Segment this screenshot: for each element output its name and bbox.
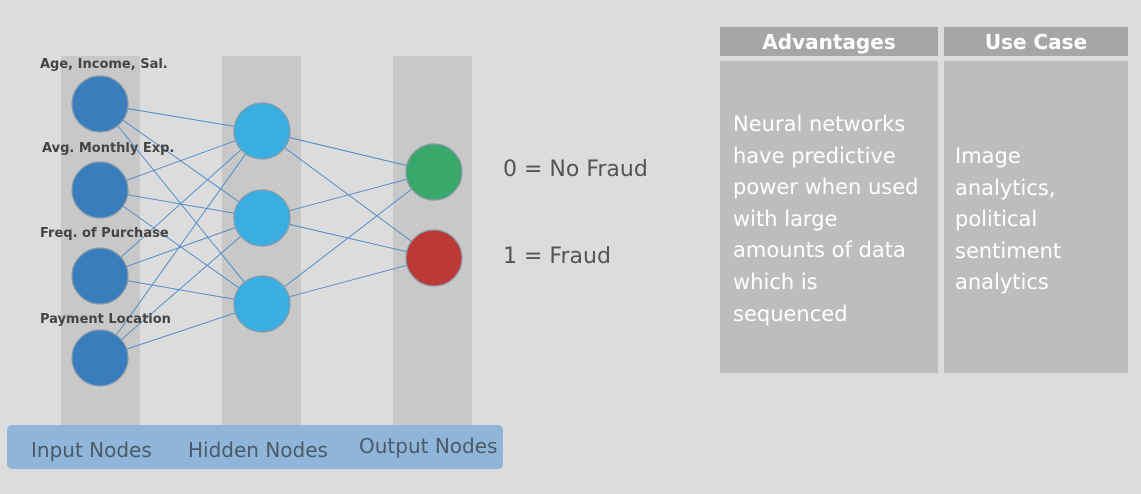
advantages-line: Neural networks <box>733 112 906 136</box>
use-case-line: political <box>955 207 1038 232</box>
advantages-line: which is <box>733 269 818 294</box>
advantages-cell: Neural networks have predictive power when… <box>720 61 938 373</box>
edge-hidden-output <box>261 171 435 305</box>
advantages-line: have predictive <box>733 143 896 168</box>
use-case-line: sentiment <box>955 238 1062 263</box>
advantages-line: sequenced <box>733 301 848 326</box>
output-label-fraud: 1 = Fraud <box>503 244 611 269</box>
advantages-line: amounts of data <box>733 238 906 263</box>
use-case-cell: Image analytics, political sentiment analyti… <box>944 61 1128 373</box>
advantages-header: Advantages <box>720 27 938 56</box>
use-case-line: analytics <box>955 270 1049 295</box>
use-case-header: Use Case <box>944 27 1128 56</box>
edge-input-hidden <box>99 217 263 359</box>
edge-input-hidden <box>99 130 263 359</box>
hidden-node <box>233 102 291 160</box>
input-node <box>71 75 129 133</box>
edge-hidden-output <box>261 171 435 219</box>
input-label-freq-purchase: Freq. of Purchase <box>40 226 169 241</box>
output-label-no-fraud: 0 = No Fraud <box>503 157 648 182</box>
edge-input-hidden <box>99 103 263 219</box>
footer-label-hidden-nodes: Hidden Nodes <box>188 438 328 462</box>
edge-hidden-output <box>261 257 435 305</box>
input-label-payment-location: Payment Location <box>40 312 171 327</box>
footer-label-input-nodes: Input Nodes <box>31 438 152 462</box>
output-node-fraud <box>405 229 463 287</box>
input-node <box>71 329 129 387</box>
input-label-age-income: Age, Income, Sal. <box>40 57 168 72</box>
edge-input-hidden <box>99 130 263 191</box>
output-node-no-fraud <box>405 143 463 201</box>
use-case-line: Image <box>955 144 1021 168</box>
edge-input-hidden <box>99 130 263 277</box>
layer-labels-bar <box>7 425 503 469</box>
edge-hidden-output <box>261 130 435 259</box>
use-case-line: analytics, <box>955 175 1056 200</box>
advantages-line: with large <box>733 206 838 231</box>
advantages-line: power when used <box>733 175 919 200</box>
footer-label-output-nodes: Output Nodes <box>359 434 498 458</box>
hidden-node <box>233 275 291 333</box>
input-node <box>71 247 129 305</box>
hidden-node <box>233 189 291 247</box>
input-label-avg-monthly-exp: Avg. Monthly Exp. <box>42 141 175 156</box>
edge-input-hidden <box>99 217 263 277</box>
input-node <box>71 161 129 219</box>
edge-hidden-output <box>261 130 435 173</box>
